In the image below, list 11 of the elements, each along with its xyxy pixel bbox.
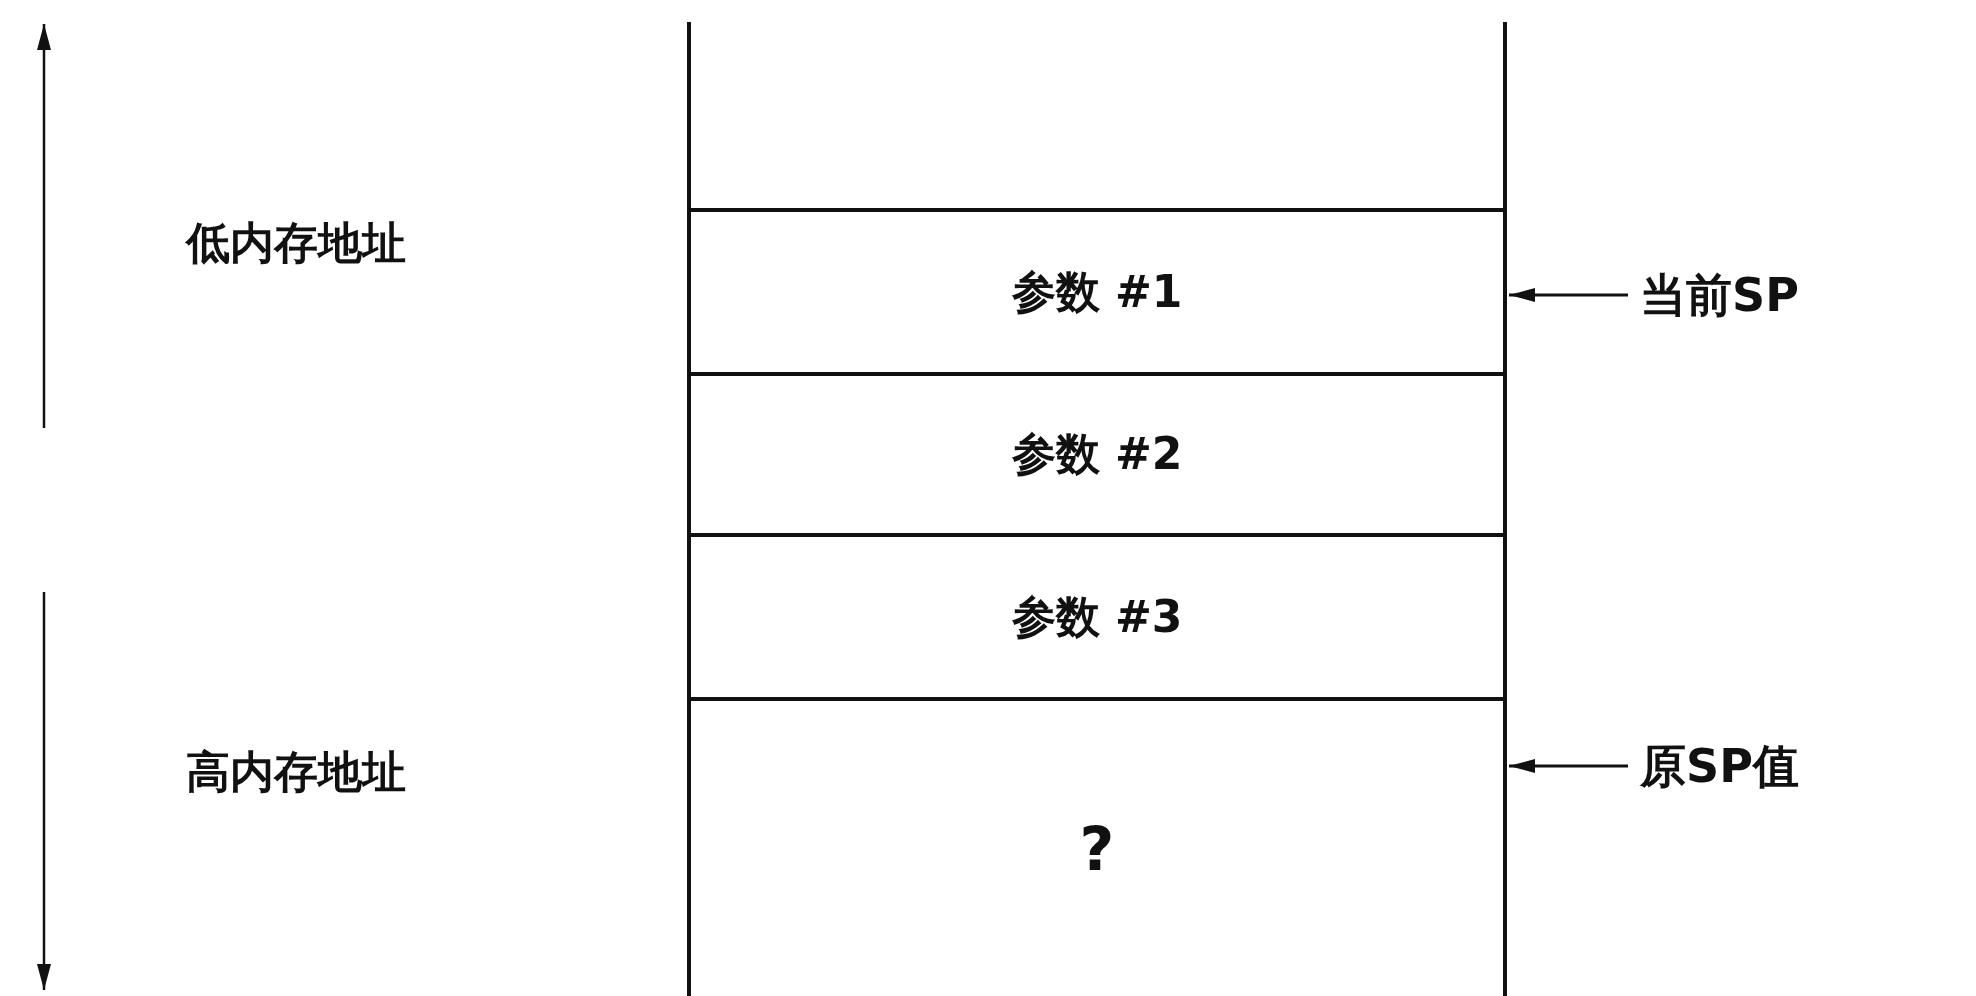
stack-cell: ? [687,697,1507,996]
stack-cell: 参数 #1 [687,208,1507,372]
arrow [1509,759,1628,773]
address-label: 高内存地址 [186,745,406,799]
stack-cell: 参数 #2 [687,372,1507,533]
address-label: 低内存地址 [186,216,406,270]
pointer-label: 原SP值 [1640,736,1799,798]
pointer-label: 当前SP [1640,265,1799,327]
stack-cell: 参数 #3 [687,533,1507,697]
arrow [1509,288,1628,302]
stack-cell [687,22,1507,208]
